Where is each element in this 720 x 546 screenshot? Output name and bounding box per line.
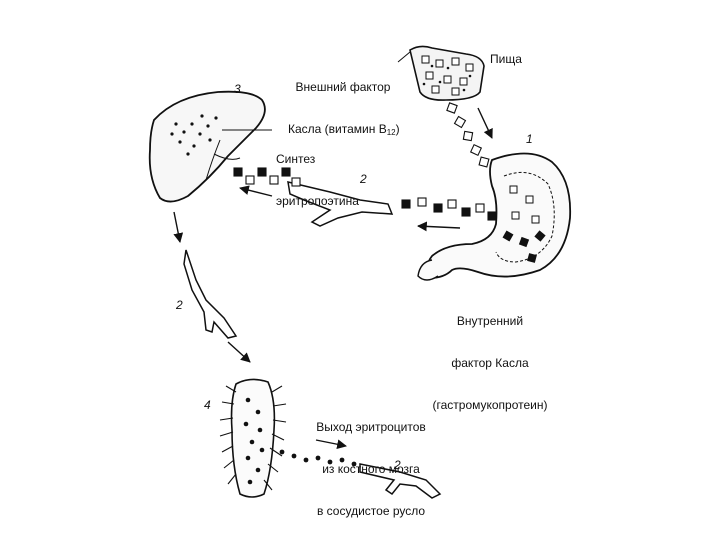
release-line2: из костного мозга: [306, 462, 436, 476]
arrow-stomach-to-vessel: [418, 226, 460, 228]
food-illustration: [410, 46, 484, 100]
marker-vessel-bottom: 2: [394, 458, 401, 472]
leader-extrinsic-factor: [398, 52, 410, 62]
intrinsic-line3: (гастромукопротеин): [420, 398, 560, 412]
vessel-left: [184, 250, 236, 338]
release-line3: в сосудистое русло: [306, 504, 436, 518]
arrow-food-to-stomach: [478, 108, 492, 138]
intrinsic-factor-label: Внутренний фактор Касла (гастромукопроте…: [420, 286, 560, 440]
arrow-to-liver: [240, 188, 272, 196]
synthesis-line1: Синтез: [276, 152, 359, 166]
arrow-liver-to-vessel: [174, 212, 180, 242]
release-line1: Выход эритроцитов: [306, 420, 436, 434]
synthesis-label: Синтез эритропоэтина: [276, 124, 359, 236]
food-label: Пища: [490, 52, 522, 66]
erythrocyte-release-label: Выход эритроцитов из костного мозга в со…: [306, 392, 436, 546]
bone-marrow-illustration: [220, 379, 286, 497]
arrow-vessel-to-marrow: [228, 342, 250, 362]
marker-vessel-left: 2: [176, 298, 183, 312]
extrinsic-factor-line1: Внешний фактор: [288, 80, 398, 94]
intrinsic-line2: фактор Касла: [420, 356, 560, 370]
marker-stomach: 1: [526, 132, 533, 146]
synthesis-line2: эритропоэтина: [276, 194, 359, 208]
marker-liver: 3: [234, 82, 241, 96]
marker-marrow: 4: [204, 398, 211, 412]
liver-illustration: [150, 92, 265, 202]
marker-vessel-top: 2: [360, 172, 367, 186]
vitamin-b12-particles-descending: [447, 103, 489, 167]
particles-stomach-to-liver: [402, 198, 496, 220]
intrinsic-line1: Внутренний: [420, 314, 560, 328]
